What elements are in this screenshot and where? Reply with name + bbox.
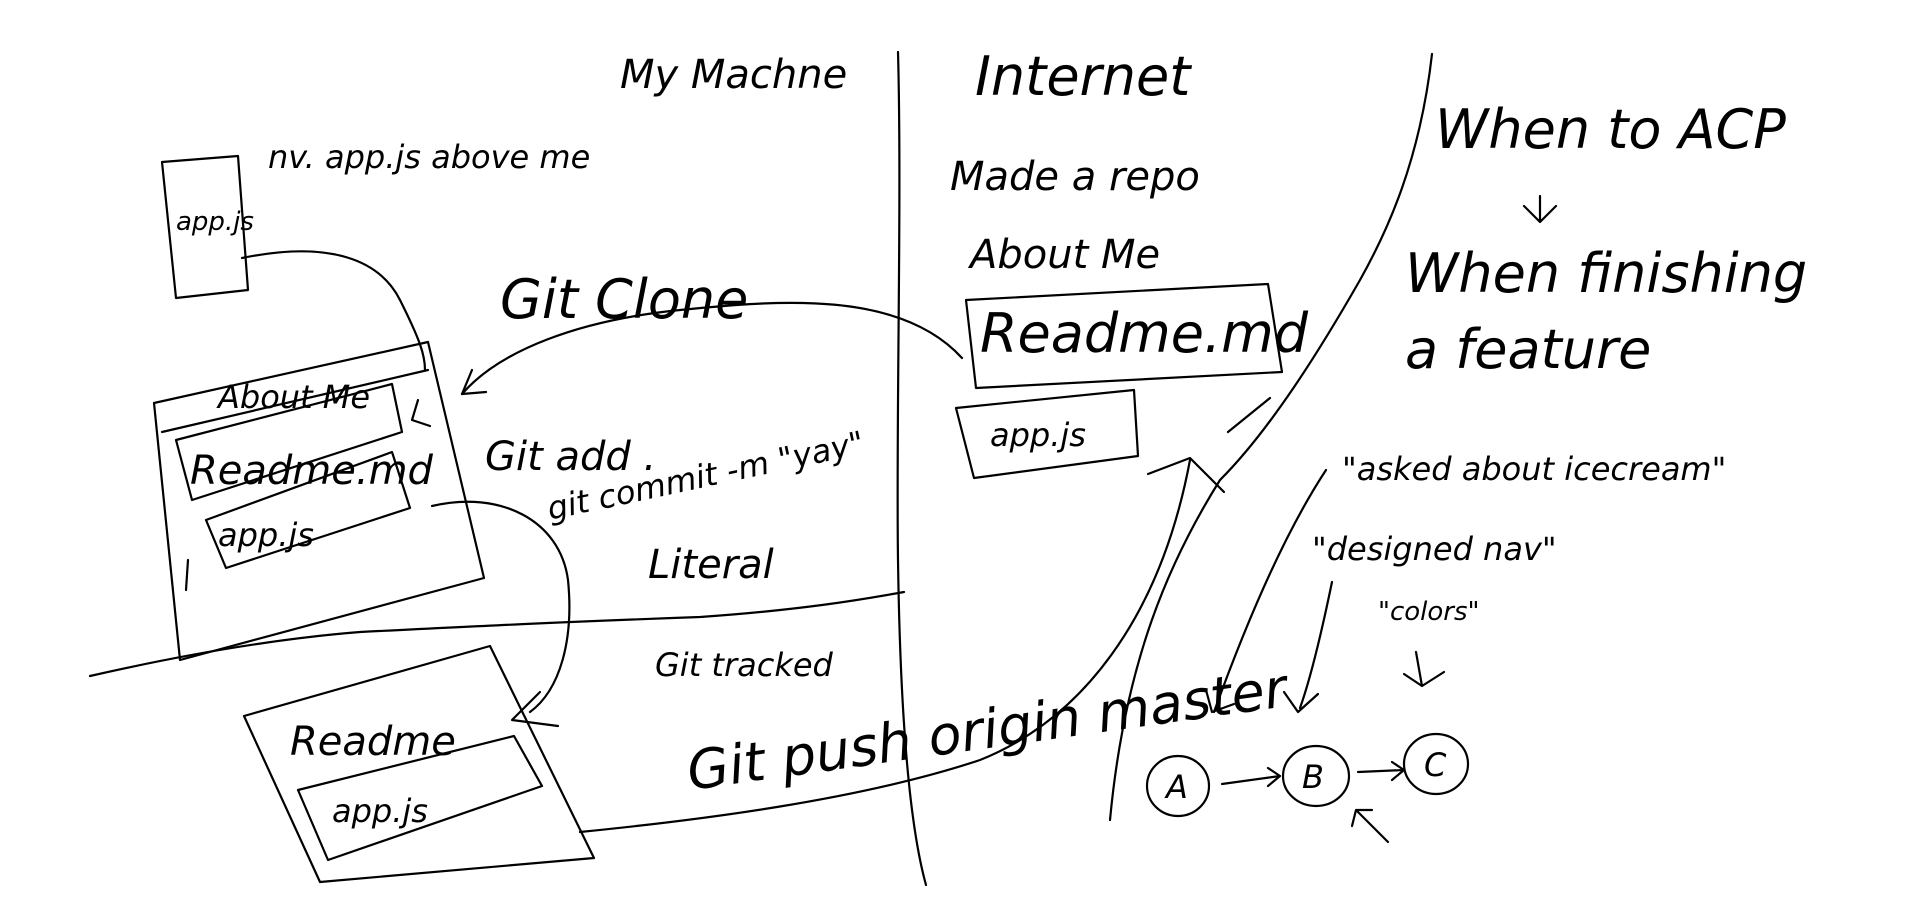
commit-node-b-label: B — [1302, 758, 1324, 796]
folder-side-mark — [184, 558, 190, 592]
acp-answer-line-1: When finishing — [1405, 242, 1807, 305]
remote-file-app-box — [954, 388, 1140, 480]
heading-my-machine: My Machne — [620, 52, 847, 98]
commit-3-arrow — [1402, 650, 1446, 688]
move-file-arrow — [240, 250, 427, 372]
edge-a-b — [1220, 766, 1282, 788]
note-app-js-above: nv. app.js above me — [268, 138, 590, 176]
remote-file-app-label: app.js — [990, 416, 1086, 454]
folder-tick-mark — [410, 398, 432, 428]
commit-1-arrowhead — [1204, 688, 1236, 714]
remote-file-readme-label: Readme.md — [980, 302, 1309, 365]
tracked-folder-box — [242, 644, 596, 884]
commit-node-a — [1145, 754, 1211, 818]
head-pointer-arrow — [1350, 808, 1390, 844]
loose-file-box — [160, 154, 250, 300]
clone-arrow — [460, 301, 964, 396]
label-literal: Literal — [648, 542, 774, 588]
commit-node-c-label: C — [1424, 746, 1447, 784]
add-commit-arrowhead — [510, 690, 560, 728]
tracked-file-app-label: app.js — [332, 792, 428, 830]
label-git-add: Git add . — [485, 434, 656, 480]
heading-internet: Internet — [975, 45, 1192, 108]
commit-message-2: "designed nav" — [1312, 530, 1557, 568]
push-arrowhead — [1146, 456, 1226, 494]
commit-2-arrow — [1298, 580, 1334, 710]
acp-answer-line-2: a feature — [1405, 318, 1651, 381]
commit-2-arrowhead — [1282, 690, 1320, 714]
label-made-repo: Made a repo — [950, 154, 1200, 200]
local-file-app-label: app.js — [218, 516, 314, 554]
edge-b-c — [1356, 760, 1406, 782]
label-git-clone: Git Clone — [500, 268, 748, 331]
tracked-file-readme-label: Readme — [290, 719, 456, 765]
heading-when-to-acp: When to ACP — [1435, 98, 1786, 161]
commit-message-3: "colors" — [1378, 597, 1480, 627]
local-folder-title-line — [160, 368, 430, 434]
add-commit-arrow — [430, 500, 571, 714]
remote-file-readme-box — [964, 282, 1284, 390]
tracked-file-app-box — [296, 734, 544, 862]
commit-node-b — [1281, 744, 1351, 808]
loose-file-label: app.js — [176, 207, 254, 237]
label-repo-name: About Me — [967, 232, 1160, 278]
clone-arrowhead — [460, 368, 488, 396]
local-file-app-box — [204, 450, 412, 570]
commit-node-c — [1402, 732, 1470, 796]
commit-1-arrow — [1212, 468, 1328, 714]
commit-message-1: "asked about icecream" — [1342, 450, 1726, 488]
local-file-readme-box — [174, 382, 404, 502]
push-arrow — [578, 458, 1192, 834]
label-git-tracked: Git tracked — [655, 646, 834, 684]
acp-down-arrow — [1522, 194, 1558, 224]
commit-node-a-label: A — [1164, 768, 1188, 806]
divider-machine-internet — [896, 50, 928, 887]
local-folder-box — [152, 340, 486, 662]
divider-internet-acp — [1108, 52, 1434, 822]
remote-stray-mark — [1226, 396, 1272, 434]
